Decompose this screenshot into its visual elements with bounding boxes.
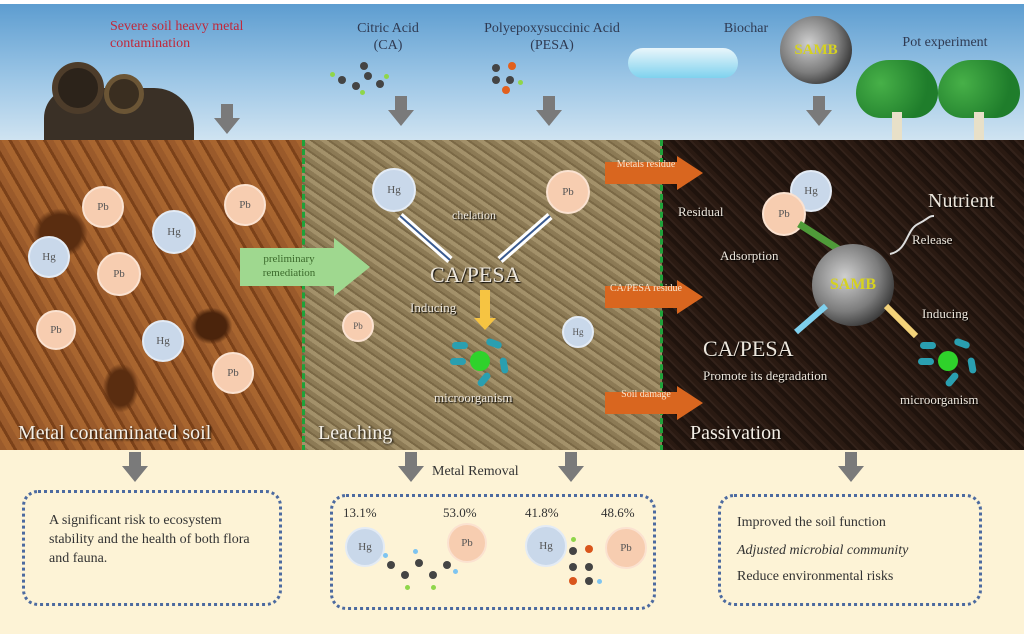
inducing-arrow-icon	[883, 303, 919, 339]
samb-badge: SAMB	[794, 41, 838, 58]
release-label: Release	[912, 232, 953, 247]
pb-ion: Pb	[762, 192, 806, 236]
pesa-molecule-icon	[488, 56, 528, 96]
passivation-microbe-label: microorganism	[900, 392, 979, 407]
chelation-arrows	[397, 212, 553, 264]
pesa-molecule-icon	[565, 537, 609, 593]
residual-label: Residual	[678, 204, 724, 219]
metal-removal-title: Metal Removal	[432, 464, 519, 479]
pb-ion: Pb	[605, 527, 647, 569]
down-arrow-icon	[388, 96, 414, 126]
benefit-item: Adjusted microbial community	[737, 543, 909, 558]
metal-removal-box: 13.1% 53.0% 41.8% 48.6% Hg Pb Hg Pb	[330, 494, 656, 610]
benefit-item-highlight: Reduce environmental risks	[737, 569, 894, 584]
risk-box: A significant risk to ecosystem stabilit…	[22, 490, 282, 606]
contaminated-soil-title: Metal contaminated soil	[18, 422, 212, 444]
pesa-pb-removal: 48.6%	[601, 505, 635, 520]
hg-ion: Hg	[372, 168, 416, 212]
biochar-label: Biochar	[723, 21, 769, 36]
nutrient-label: Nutrient	[928, 190, 995, 212]
microorganism-icon	[450, 336, 510, 388]
pb-ion: Pb	[546, 170, 590, 214]
pb-ion: Pb	[97, 252, 141, 296]
down-arrow-icon	[806, 96, 832, 126]
citric-acid-label: Citric Acid (CA)	[357, 21, 419, 53]
microorganism-icon	[918, 336, 978, 388]
hg-ion: Hg	[152, 210, 196, 254]
hg-ion: Hg	[142, 320, 184, 362]
passivation-inducing-label: Inducing	[922, 306, 969, 321]
benefit-item: Improved the soil function	[737, 515, 886, 530]
preliminary-remediation-arrow: preliminary remediation	[240, 238, 370, 296]
citric-acid-molecule-icon	[330, 62, 390, 96]
chelation-label: chelation	[452, 208, 496, 222]
pb-ion: Pb	[212, 352, 254, 394]
down-arrow-icon	[214, 104, 240, 134]
pb-ion: Pb	[447, 523, 487, 563]
down-arrow-icon	[558, 452, 584, 482]
benefits-box: Improved the soil function Adjusted micr…	[718, 494, 982, 606]
hg-ion: Hg	[525, 525, 567, 567]
capesa-residue-arrow: CA/PESA residue	[605, 280, 705, 314]
citric-acid-molecule-icon	[383, 549, 463, 593]
pot-experiment-label: Pot experiment	[902, 35, 988, 50]
hg-ion: Hg	[562, 316, 594, 348]
cloud-icon	[628, 48, 738, 78]
adsorption-label: Adsorption	[720, 248, 779, 263]
down-arrow-icon	[536, 96, 562, 126]
pb-ion: Pb	[82, 186, 124, 228]
passivation-agent-label: CA/PESA	[703, 336, 794, 361]
plant-icon	[856, 60, 938, 140]
plant-icon	[938, 60, 1020, 140]
contamination-label: Severe soil heavy metal contamination	[110, 19, 244, 51]
pesa-hg-removal: 41.8%	[525, 505, 559, 520]
nutrient-release-curve-icon	[889, 215, 935, 255]
leaching-microbe-label: microorganism	[434, 390, 513, 405]
metals-residue-label: Metals residue	[616, 159, 676, 170]
leaching-title: Leaching	[318, 422, 393, 444]
down-arrow-icon	[838, 452, 864, 482]
inducing-arrow-icon	[480, 290, 490, 320]
soil-damage-label: Soil damage	[621, 389, 671, 400]
hg-ion: Hg	[345, 527, 385, 567]
stage-divider	[302, 140, 305, 460]
down-arrow-icon	[398, 452, 424, 482]
biochar-samb-image: SAMB	[780, 16, 852, 84]
hg-ion: Hg	[28, 236, 70, 278]
risk-text: A significant risk to ecosystem stabilit…	[49, 513, 250, 566]
pb-ion: Pb	[224, 184, 266, 226]
pb-ion: Pb	[36, 310, 76, 350]
ca-hg-removal: 13.1%	[343, 505, 377, 520]
passivation-title: Passivation	[690, 422, 782, 444]
preliminary-remediation-label: preliminary remediation	[262, 253, 316, 279]
samb-label: SAMB	[829, 276, 877, 293]
metals-residue-arrow: Metals residue	[605, 156, 705, 190]
capesa-residue-label: CA/PESA residue	[610, 283, 682, 294]
pesa-label: Polyepoxysuccinic Acid (PESA)	[484, 21, 620, 53]
degradation-arrow-icon	[794, 303, 828, 335]
pb-ion: Pb	[342, 310, 374, 342]
excavator-image	[44, 50, 194, 140]
leaching-inducing-label: Inducing	[410, 300, 457, 315]
degradation-label: Promote its degradation	[703, 368, 828, 383]
down-arrow-icon	[122, 452, 148, 482]
ca-pb-removal: 53.0%	[443, 505, 477, 520]
samb-biochar-image: SAMB	[812, 244, 894, 326]
soil-damage-arrow: Soil damage	[605, 386, 705, 420]
leaching-agent-label: CA/PESA	[430, 262, 521, 287]
